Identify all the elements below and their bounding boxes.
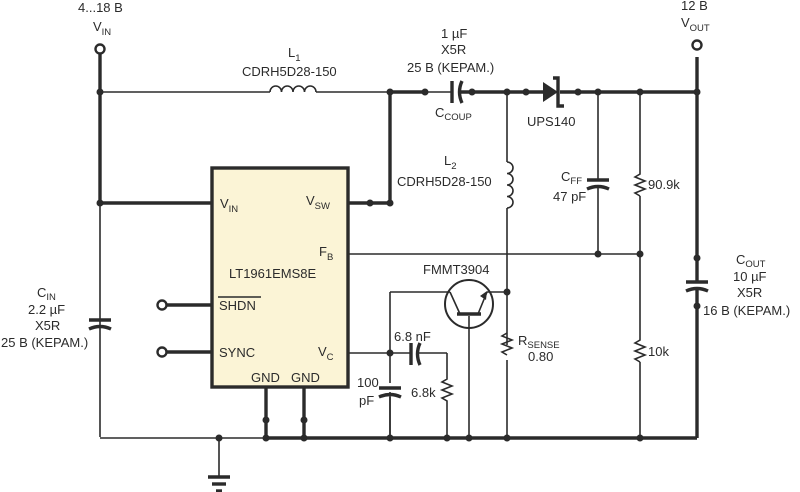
vout-label: VOUT	[681, 15, 710, 34]
vin-label: VIN	[93, 19, 111, 38]
ic-pin-fb: FB	[319, 244, 333, 263]
ic-pin-sync: SYNC	[219, 345, 255, 360]
capacitor-ccoup	[450, 80, 464, 104]
cout-type: X5R	[737, 285, 762, 300]
diode-label: UPS140	[527, 114, 575, 129]
ground-icon	[208, 475, 230, 492]
ic-pin-shdn: SHDN	[219, 298, 256, 313]
cout-rating: 16 B (KEPAM.)	[703, 303, 790, 318]
vin-terminal[interactable]	[94, 43, 106, 55]
ic-lt1961	[210, 166, 350, 389]
vout-terminal[interactable]	[691, 39, 703, 51]
vin-voltage-label: 4...18 B	[78, 0, 123, 15]
ccoup-value: 1 µF	[441, 26, 467, 41]
r-bot-value: 10k	[648, 344, 669, 359]
capacitor-cff	[586, 178, 610, 191]
resistor-90-9k	[632, 172, 648, 197]
cout-label: COUT	[736, 252, 766, 270]
inductor-l1	[269, 85, 317, 93]
junction-dots	[96, 88, 701, 442]
transistor-label: FMMT3904	[423, 262, 489, 277]
l1-part: CDRH5D28-150	[242, 64, 337, 79]
ic-pin-gnd2: GND	[291, 370, 320, 385]
cin-label: CIN	[37, 285, 56, 303]
ic-pin-vin: VIN	[220, 196, 238, 215]
resistor-6-8k	[439, 377, 455, 407]
capacitor-cin	[88, 318, 112, 331]
c-comp-value: 6.8 nF	[394, 329, 431, 344]
cin-rating: 25 B (KEPAM.)	[1, 335, 88, 350]
c100-value-2: pF	[359, 393, 374, 408]
cout-value: 10 µF	[733, 269, 767, 284]
rsense-value: 0.80	[528, 349, 553, 364]
inductor-l2	[506, 161, 514, 209]
r-top-value: 90.9k	[648, 177, 680, 192]
vout-voltage-label: 12 B	[681, 0, 708, 13]
shdn-terminal[interactable]	[156, 299, 168, 311]
diode-ups140	[543, 76, 564, 108]
cff-value: 47 pF	[553, 189, 586, 204]
cin-type: X5R	[35, 318, 60, 333]
resistor-10k	[632, 338, 648, 363]
ic-pin-vc: VC	[318, 344, 334, 363]
cff-label: CFF	[561, 169, 582, 187]
capacitor-100pf	[378, 386, 402, 399]
ccoup-rating: 25 B (KEPAM.)	[407, 60, 494, 75]
l2-part: CDRH5D28-150	[397, 174, 492, 189]
r-comp-value: 6.8k	[411, 385, 436, 400]
l1-label: L1	[288, 45, 301, 64]
ccoup-type: X5R	[441, 42, 466, 57]
rsense-label: RSENSE	[518, 333, 560, 351]
c100-value-1: 100	[357, 375, 379, 390]
ic-pin-vsw: VSW	[306, 193, 330, 212]
capacitor-6-8nf	[409, 342, 422, 366]
transistor-fmmt3904	[444, 279, 494, 329]
cin-value: 2.2 µF	[28, 302, 65, 317]
ic-pin-gnd1: GND	[251, 370, 280, 385]
l2-label: L2	[444, 153, 457, 172]
ic-part-label: LT1961EMS8E	[229, 266, 317, 281]
ccoup-label: CCOUP	[435, 105, 472, 123]
capacitor-cout	[685, 280, 709, 293]
sync-terminal[interactable]	[156, 346, 168, 358]
resistor-rsense	[499, 332, 515, 356]
